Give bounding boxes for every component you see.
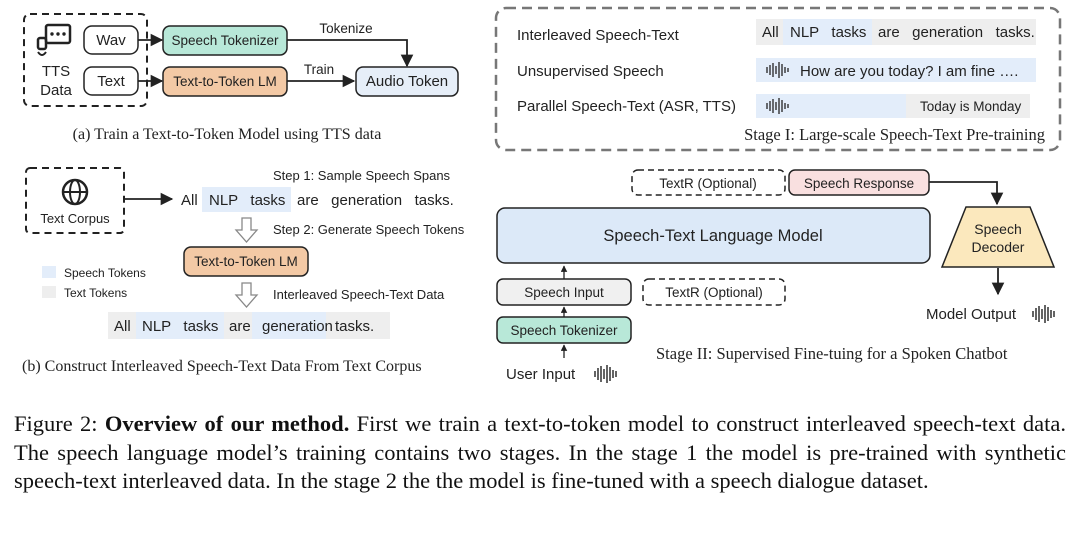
waveform-icon xyxy=(594,365,617,383)
text-corpus-label: Text Corpus xyxy=(40,211,110,226)
wav-label: Wav xyxy=(96,32,126,49)
legend-text-label: Text Tokens xyxy=(64,286,127,300)
text-corpus-group xyxy=(25,167,125,234)
b-nlp-tasks: NLP tasks xyxy=(209,192,285,209)
model-output-label: Model Output xyxy=(926,306,1017,323)
stage-2-title: Stage II: Supervised Fine-tuing for a Sp… xyxy=(656,344,1008,363)
data-label: Data xyxy=(40,82,72,99)
textr-top-label: TextR (Optional) xyxy=(659,176,757,191)
caption-prefix: Figure 2: xyxy=(14,411,98,436)
speech-text-lm-box xyxy=(496,207,931,264)
out-are: are xyxy=(229,318,251,335)
speech-decoder-box xyxy=(940,206,1056,268)
waveform-icon xyxy=(1032,305,1055,323)
t2t-lm-box-b xyxy=(183,246,309,277)
out-span-2 xyxy=(252,312,326,339)
speech-bubble-icon xyxy=(36,23,72,56)
row1-rest: are generation tasks. xyxy=(878,24,1035,41)
textr-mid-label: TextR (Optional) xyxy=(665,285,763,300)
stage-1-panel: Interleaved Speech-Text All NLP tasks ar… xyxy=(494,6,1062,152)
row3-speech-bg xyxy=(756,94,906,118)
row2-text: How are you today? I am fine …. xyxy=(800,63,1018,80)
b-all: All xyxy=(181,192,198,209)
row3-text: Today is Monday xyxy=(920,99,1022,114)
row2-label: Unsupervised Speech xyxy=(517,63,664,80)
b-speech-span xyxy=(202,187,291,212)
textr-optional-mid xyxy=(642,278,786,306)
t2t-lm-label-b: Text-to-Token LM xyxy=(194,254,298,269)
speech-tokenizer-label-a: Speech Tokenizer xyxy=(171,33,279,48)
row1-span xyxy=(783,19,872,45)
speech-tokenizer-box-2 xyxy=(496,316,632,344)
method-diagram: TTS Data Wav Text Speech Tokenizer Text-… xyxy=(22,6,1062,383)
out-nlp-tasks: NLP tasks xyxy=(142,318,218,335)
tts-label: TTS xyxy=(42,63,70,80)
row1-nlp-tasks: NLP tasks xyxy=(790,24,866,41)
step1-label: Step 1: Sample Speech Spans xyxy=(273,168,451,183)
speech-input-box xyxy=(496,278,632,306)
audio-token-box xyxy=(355,66,459,97)
caption-body: First we train a text-to-token model to … xyxy=(14,411,1067,493)
row2-bg xyxy=(756,58,1036,82)
textr-optional-top xyxy=(631,169,786,196)
globe-icon xyxy=(61,178,89,206)
row1-all: All xyxy=(762,24,779,41)
legend-speech-label: Speech Tokens xyxy=(64,266,146,280)
t2t-lm-label-a: Text-to-Token LM xyxy=(173,74,277,89)
user-input-label: User Input xyxy=(506,366,576,383)
caption-bold: Overview of our method. xyxy=(104,411,350,436)
stage-1-title: Stage I: Large-scale Speech-Text Pre-tra… xyxy=(744,125,1045,144)
text-label: Text xyxy=(97,73,125,90)
row3-text-bg xyxy=(906,94,1030,118)
down-arrow-2 xyxy=(234,282,259,308)
tokenize-label: Tokenize xyxy=(319,21,372,36)
speech-text-lm-label: Speech-Text Language Model xyxy=(603,227,822,245)
tts-data-group xyxy=(23,13,148,107)
panel-a: TTS Data Wav Text Speech Tokenizer Text-… xyxy=(23,13,459,143)
waveform-icon xyxy=(766,62,789,78)
speech-response-label: Speech Response xyxy=(804,176,914,191)
panel-b: Text Corpus Step 1: Sample Speech Spans … xyxy=(22,167,465,375)
decoder-label-1: Speech xyxy=(974,221,1021,237)
out-all: All xyxy=(114,318,131,335)
stage-2-panel: TextR (Optional) Speech Response Speech-… xyxy=(496,169,1056,383)
out-span-1 xyxy=(136,312,224,339)
down-arrow-1 xyxy=(234,217,259,243)
step3-label: Interleaved Speech-Text Data xyxy=(273,287,445,302)
legend-text-swatch xyxy=(42,286,56,298)
stage-1-frame xyxy=(494,6,1062,152)
legend-speech-swatch xyxy=(42,266,56,278)
panel-b-caption: (b) Construct Interleaved Speech-Text Da… xyxy=(22,358,422,375)
row1-label: Interleaved Speech-Text xyxy=(517,27,680,44)
figure-caption: Figure 2: Overview of our method. First … xyxy=(14,410,1066,496)
speech-tokenizer-label-2: Speech Tokenizer xyxy=(510,323,618,338)
panel-a-caption: (a) Train a Text-to-Token Model using TT… xyxy=(73,126,382,143)
out-tasks: tasks. xyxy=(335,318,374,335)
row3-label: Parallel Speech-Text (ASR, TTS) xyxy=(517,98,736,115)
speech-input-label: Speech Input xyxy=(524,285,604,300)
out-generation: generation xyxy=(262,318,333,335)
audio-token-label: Audio Token xyxy=(366,73,448,90)
step2-label: Step 2: Generate Speech Tokens xyxy=(273,222,465,237)
waveform-icon xyxy=(766,98,789,114)
train-label: Train xyxy=(304,62,334,77)
b-rest: are generation tasks. xyxy=(297,192,454,209)
decoder-label-2: Decoder xyxy=(972,239,1025,255)
